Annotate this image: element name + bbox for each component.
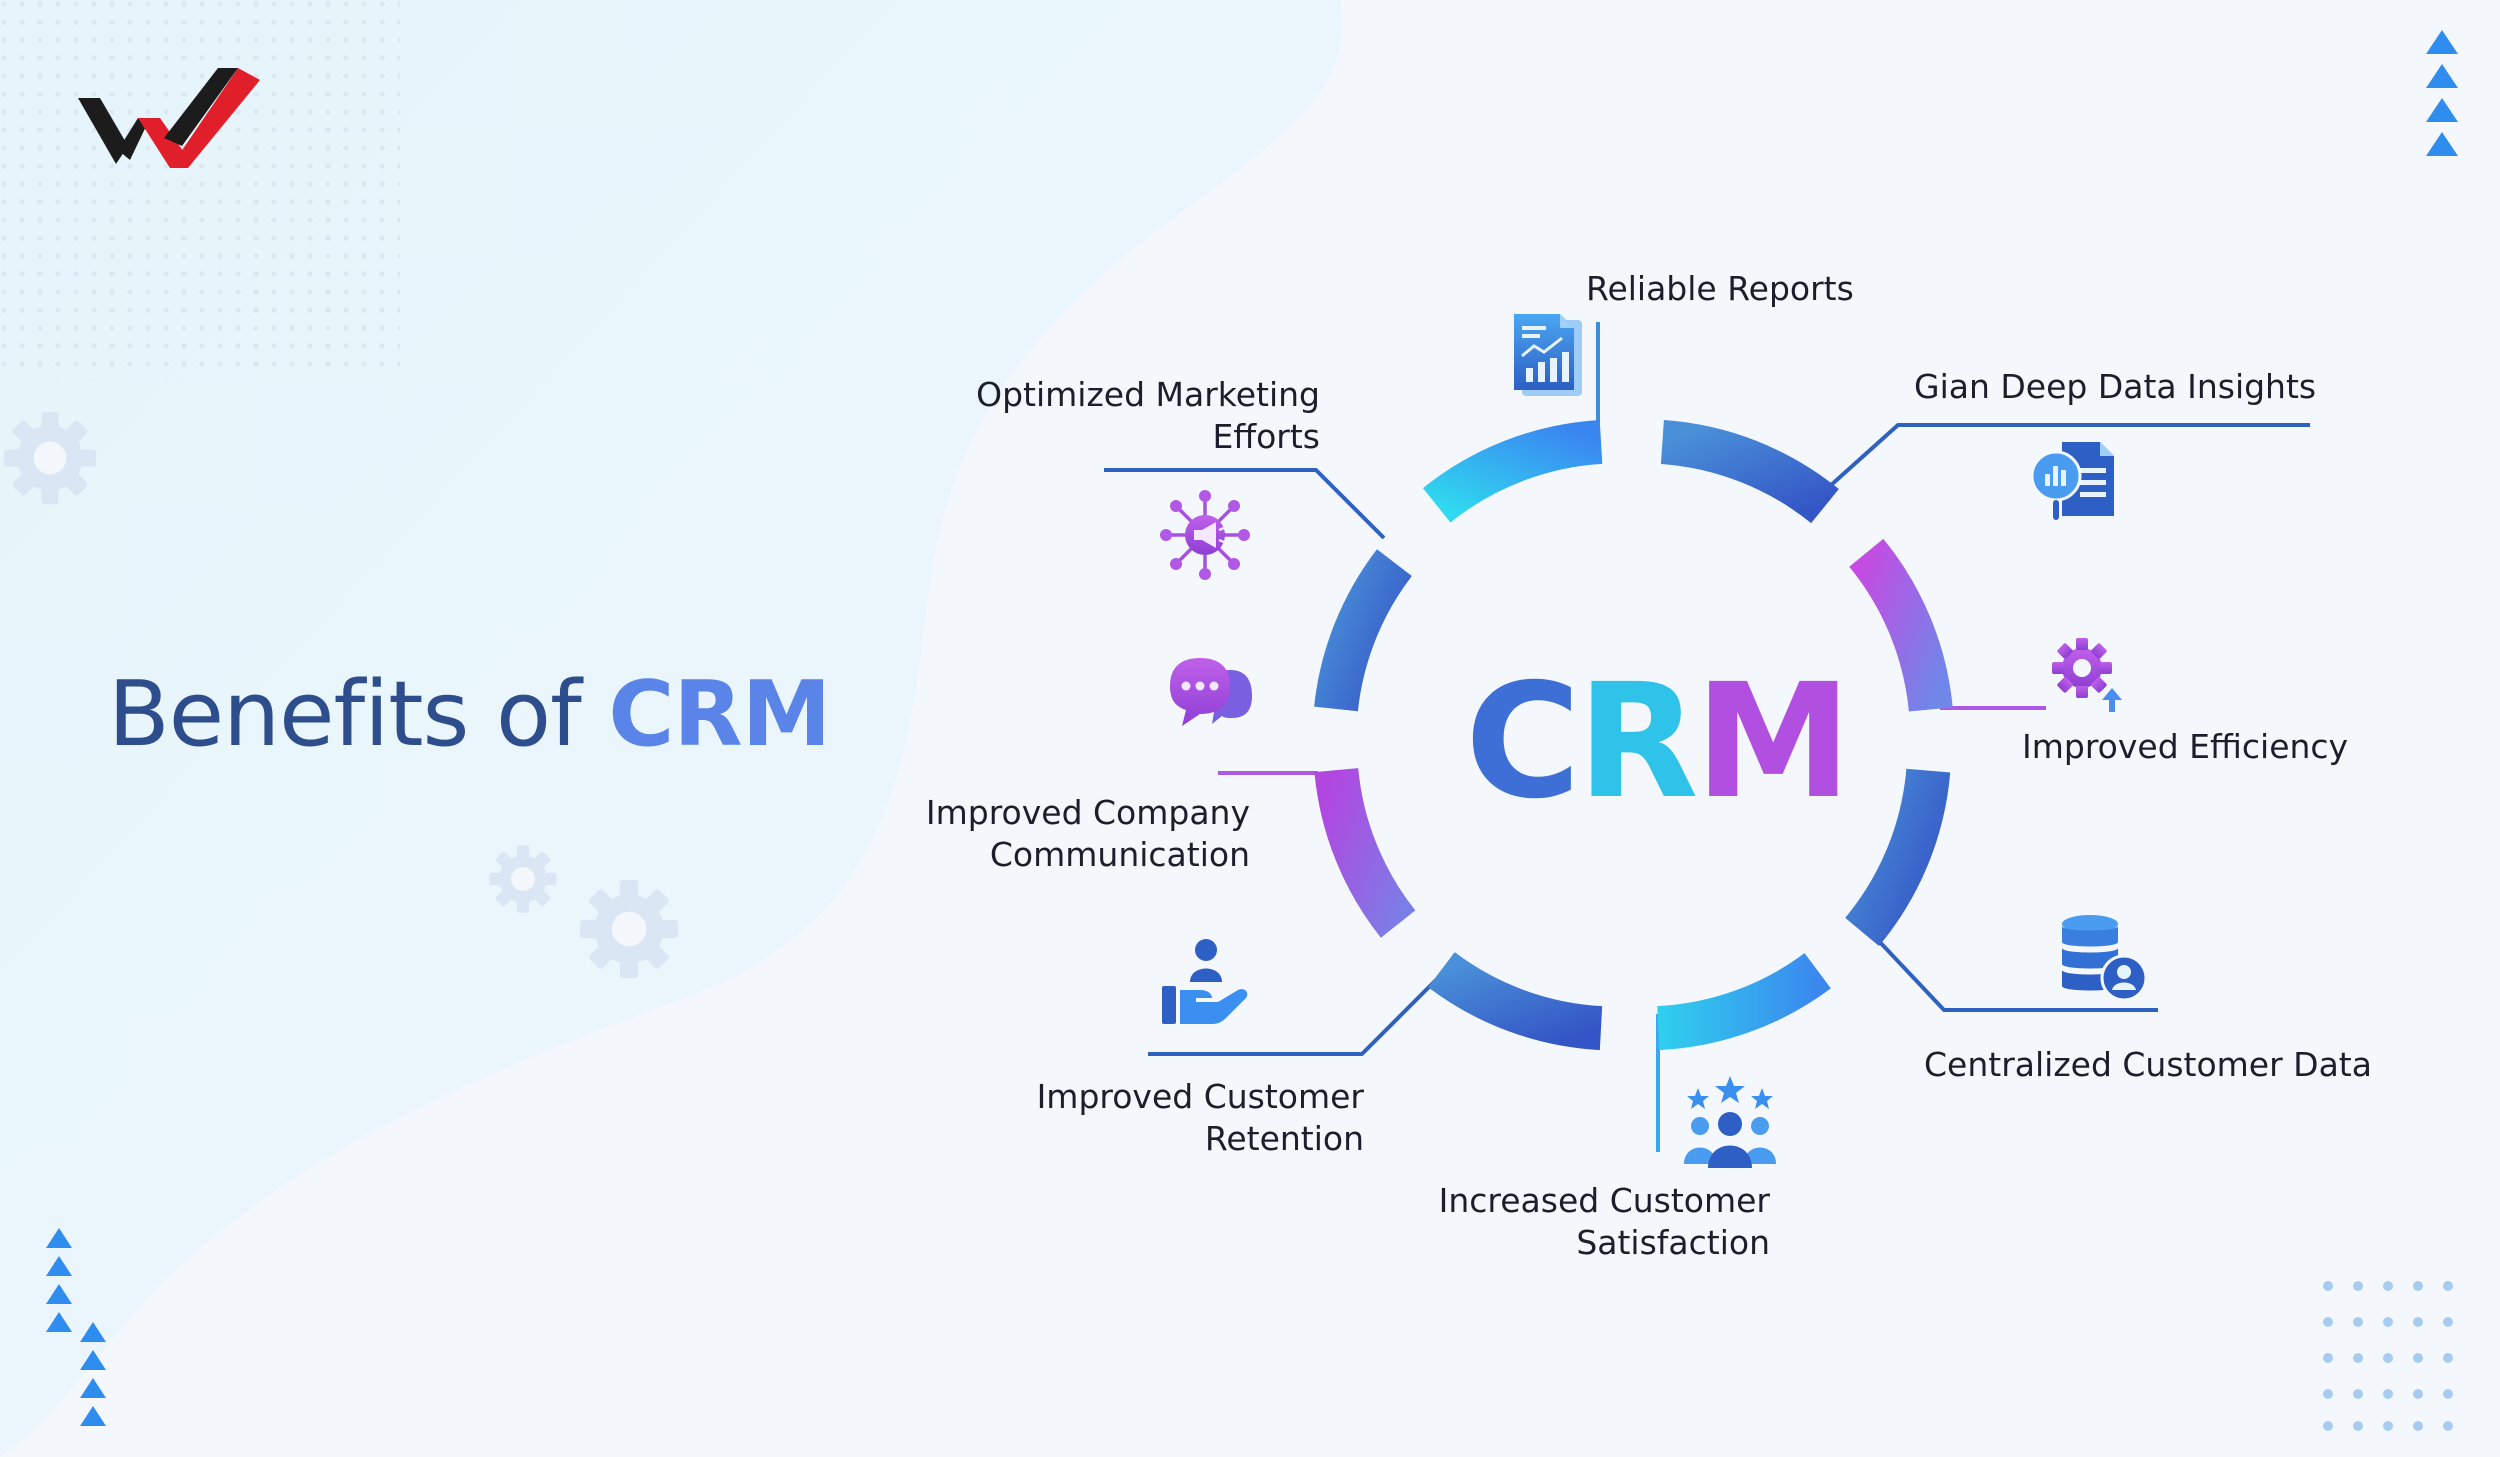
database-user-icon: [2062, 915, 2148, 1002]
ring-segment-left-lower: [1314, 767, 1416, 938]
benefit-label-reliable-reports: Reliable Reports: [1586, 269, 1854, 308]
crm-letter-c: C: [1465, 650, 1581, 834]
page-title: Benefits of CRM: [108, 662, 831, 767]
benefit-label-communication: Improved Company Communication: [925, 793, 1250, 874]
hand-user-icon: [1162, 939, 1248, 1024]
team-stars-icon: [1684, 1076, 1776, 1168]
connector-retention: [1148, 976, 1440, 1056]
benefit-label-data-insights: Gian Deep Data Insights: [1914, 367, 2317, 406]
ring-segment-right-lower: [1844, 768, 1951, 946]
crm-letter-m: M: [1694, 650, 1852, 834]
crm-center-text: CRM: [1465, 662, 1852, 822]
crm-letter-r: R: [1576, 650, 1699, 834]
report-chart-icon: [1514, 314, 1582, 396]
ring-segment-bottom-right: [1656, 952, 1831, 1051]
benefit-label-marketing: Optimized Marketing Efforts: [976, 375, 1320, 456]
title-highlight: CRM: [608, 662, 831, 767]
gear-icon: [3, 411, 97, 505]
chat-bubbles-icon: [1170, 658, 1252, 726]
benefit-label-customer-data: Centralized Customer Data: [1924, 1045, 2372, 1084]
triangle-stack-bottom-left-2: [80, 1322, 106, 1426]
title-prefix: Benefits of: [108, 662, 582, 767]
triangle-stack-bottom-left-1: [46, 1228, 72, 1332]
connector-marketing: [1104, 468, 1386, 540]
benefit-label-satisfaction: Increased Customer Satisfaction: [1438, 1181, 1770, 1262]
megaphone-network-icon: [1160, 490, 1250, 580]
ring-segment-left-upper: [1314, 549, 1413, 712]
benefit-label-efficiency: Improved Efficiency: [2022, 727, 2349, 766]
dot-pattern-top-left: [0, 0, 400, 380]
company-logo: [78, 68, 260, 168]
benefit-label-retention: Improved Customer Retention: [1036, 1077, 1364, 1158]
ring-segment-top-right: [1660, 420, 1839, 524]
gear-icon: [580, 880, 678, 978]
ring-segment-right-upper: [1849, 538, 1953, 712]
ring-segment-top-left: [1422, 419, 1603, 523]
connector-data-insights: [1828, 423, 2310, 488]
gear-icon: [489, 845, 557, 913]
connector-customer-data: [1874, 936, 2158, 1012]
triangle-stack-top-right: [2426, 30, 2458, 156]
gear-up-icon: [2052, 638, 2122, 712]
ring-segment-bottom-left: [1428, 951, 1603, 1051]
dot-grid-bottom-right: [2323, 1281, 2453, 1431]
data-insights-icon: [2030, 442, 2114, 520]
